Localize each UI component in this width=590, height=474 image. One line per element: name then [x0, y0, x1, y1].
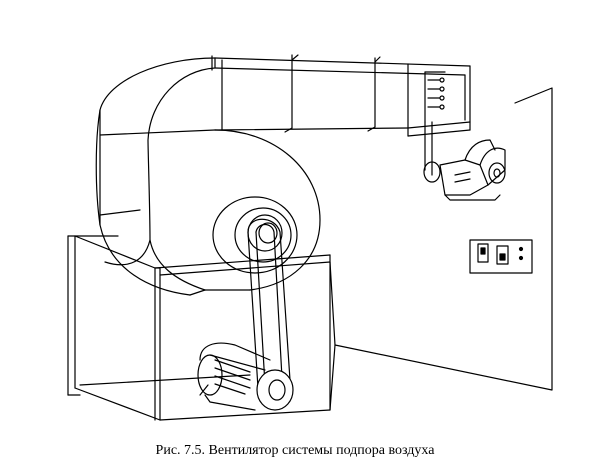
motor-pulley [257, 370, 293, 410]
damper-actuator [424, 140, 505, 200]
fan-illustration [0, 0, 590, 440]
fan-inlet [213, 197, 297, 273]
drive-belt [248, 219, 290, 388]
air-duct [212, 55, 470, 136]
figure-caption: Рис. 7.5. Вентилятор системы подпора воз… [155, 443, 435, 458]
fan-housing [96, 58, 320, 295]
support-frame-front [155, 255, 330, 420]
control-panel [470, 240, 532, 273]
fan-pulley [248, 215, 282, 251]
wall [335, 88, 552, 390]
damper-louvres [425, 72, 445, 175]
electric-motor [198, 343, 270, 410]
